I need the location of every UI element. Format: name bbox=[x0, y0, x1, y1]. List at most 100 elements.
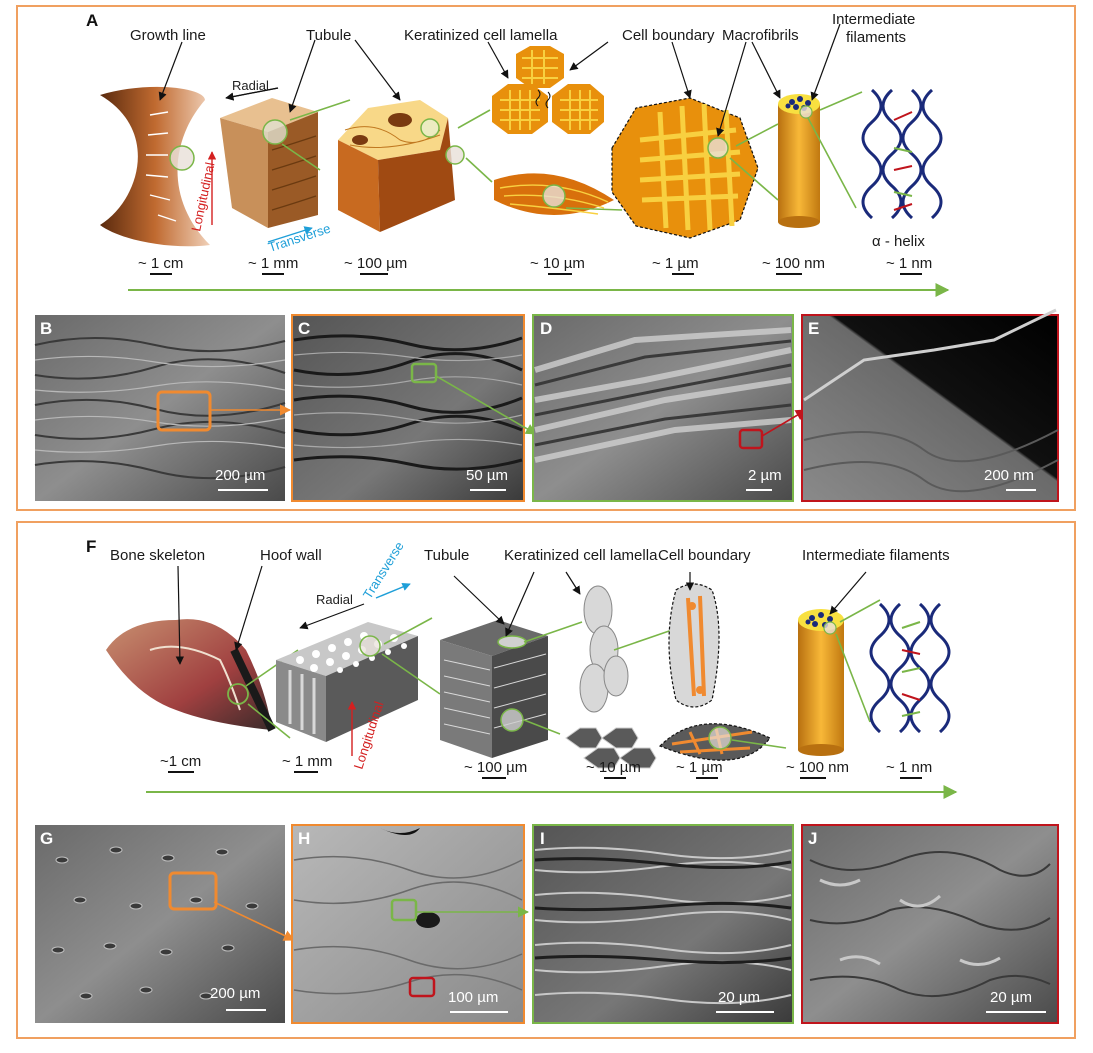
transverse-arrow-f bbox=[375, 582, 411, 599]
scale-f-4: ~ 10 µm bbox=[586, 759, 641, 776]
grey-hexagon-tiles bbox=[565, 727, 657, 769]
panel-letter-j: J bbox=[808, 829, 817, 848]
sem-panel-b bbox=[34, 315, 286, 501]
radial-arrow-f bbox=[299, 603, 365, 630]
scale-g: 200 µm bbox=[210, 985, 260, 1002]
tubule-leader-f bbox=[453, 575, 505, 625]
hoof-wall-leader bbox=[234, 565, 263, 651]
sem-panel-i bbox=[532, 824, 794, 1024]
sem-panel-e bbox=[801, 308, 1059, 502]
scale-f-1: ~1 cm bbox=[160, 753, 201, 770]
scale-a-2: ~ 1 mm bbox=[248, 255, 298, 272]
scale-e: 200 nm bbox=[984, 467, 1034, 484]
zoom-line-f3 bbox=[383, 617, 433, 645]
alpha-helix-f bbox=[869, 602, 951, 734]
panel-letter-g: G bbox=[40, 829, 53, 848]
label-lamella-f: Keratinized cell lamella bbox=[504, 547, 658, 564]
sem-panel-c bbox=[291, 314, 525, 502]
sem-panel-d bbox=[532, 314, 794, 502]
zoom-line-a6 bbox=[735, 123, 779, 147]
zoom-line-f2 bbox=[247, 703, 291, 739]
zoom-line-a9 bbox=[807, 117, 857, 209]
label-bone-skeleton: Bone skeleton bbox=[110, 547, 205, 564]
sem-panel-g bbox=[35, 825, 285, 1023]
scale-d: 2 µm bbox=[748, 467, 782, 484]
zoom-line-f4 bbox=[381, 653, 441, 695]
scale-a-6: ~ 100 nm bbox=[762, 255, 825, 272]
zoom-line-a3 bbox=[457, 109, 491, 129]
if-leader-a bbox=[810, 23, 841, 101]
growth-line-leader bbox=[158, 41, 183, 101]
lamella-leader-f2 bbox=[565, 571, 581, 595]
label-lamella-a: Keratinized cell lamella bbox=[404, 27, 558, 44]
scale-a-7: ~ 1 nm bbox=[886, 255, 932, 272]
cell-boundary-f-upper bbox=[668, 583, 720, 708]
zoom-line-a8 bbox=[819, 91, 863, 111]
label-macrofibrils-a: Macrofibrils bbox=[722, 27, 799, 44]
panel-letter-c: C bbox=[298, 319, 310, 338]
scale-a-5: ~ 1 µm bbox=[652, 255, 699, 272]
label-cell-boundary-a: Cell boundary bbox=[622, 27, 715, 44]
sem-panel-h bbox=[291, 824, 525, 1024]
flattened-cells bbox=[494, 173, 614, 215]
scale-a-4: ~ 10 µm bbox=[530, 255, 585, 272]
label-growth-line: Growth line bbox=[130, 27, 206, 44]
label-alpha-helix: α - helix bbox=[872, 233, 925, 250]
label-cell-boundary-f: Cell boundary bbox=[658, 547, 751, 564]
if-leader-f bbox=[829, 571, 867, 615]
macrofibril-cylinder-f bbox=[798, 609, 844, 756]
scale-c: 50 µm bbox=[466, 467, 508, 484]
zoom-arrow-d-e bbox=[761, 409, 807, 437]
zoom-line-a4 bbox=[465, 157, 493, 183]
panel-letter-a: A bbox=[86, 11, 98, 30]
macrofibril-cylinder bbox=[778, 94, 820, 228]
label-if-a-line1: Intermediate bbox=[832, 11, 915, 28]
zoom-line-a7 bbox=[729, 157, 779, 201]
grey-ellipse-cells bbox=[579, 585, 629, 713]
zoom-line-f9 bbox=[839, 599, 881, 623]
cell-boundary-leader-a2 bbox=[671, 41, 692, 99]
frame-top bbox=[16, 5, 1076, 511]
tubule-leader-a bbox=[288, 39, 316, 113]
scale-f-3: ~ 100 µm bbox=[464, 759, 527, 776]
axis-radial-a: Radial bbox=[232, 78, 269, 93]
macrofibrils-leader-a1 bbox=[716, 41, 747, 137]
zoom-arrow-c-d bbox=[435, 375, 537, 435]
panel-letter-h: H bbox=[298, 829, 310, 848]
perforated-block bbox=[276, 622, 418, 742]
label-if-a-line2: filaments bbox=[846, 29, 906, 46]
scale-row-f: ~1 cm ~ 1 mm ~ 100 µm ~ 10 µm ~ 1 µm ~ 1… bbox=[160, 753, 932, 779]
tubule-to-honeycomb-leader bbox=[354, 39, 401, 101]
panel-letter-d: D bbox=[540, 319, 552, 338]
panel-letter-b: B bbox=[40, 319, 52, 338]
scale-f-6: ~ 100 nm bbox=[786, 759, 849, 776]
scale-f-2: ~ 1 mm bbox=[282, 753, 332, 770]
scale-h: 100 µm bbox=[448, 989, 498, 1006]
zoom-line-a1 bbox=[289, 99, 351, 121]
zoom-line-f8 bbox=[731, 739, 787, 749]
frame-bottom bbox=[16, 521, 1076, 1039]
label-tubule-f: Tubule bbox=[424, 547, 469, 564]
alpha-helix-a bbox=[861, 88, 943, 220]
panel-letter-f: F bbox=[86, 537, 96, 556]
panel-letter-e: E bbox=[808, 319, 819, 338]
panel-letter-i: I bbox=[540, 829, 545, 848]
scale-f-7: ~ 1 nm bbox=[886, 759, 932, 776]
scale-j: 20 µm bbox=[990, 989, 1032, 1006]
zoom-line-f6 bbox=[523, 719, 561, 735]
scale-a-1: ~ 1 cm bbox=[138, 255, 183, 272]
tubule-block-1mm bbox=[220, 98, 318, 228]
zoom-line-f10 bbox=[835, 633, 871, 723]
honeycomb-block bbox=[338, 100, 465, 232]
cell-boundary-f-lower bbox=[658, 723, 771, 761]
axis-transverse-f: Transverse bbox=[360, 539, 407, 602]
axis-radial-f: Radial bbox=[316, 592, 353, 607]
cell-boundary-hexagon bbox=[611, 97, 759, 239]
lamella-leader-f bbox=[505, 571, 535, 637]
zoom-line-f7 bbox=[613, 629, 673, 651]
scale-b: 200 µm bbox=[215, 467, 265, 484]
zoom-line-a2 bbox=[281, 143, 321, 171]
lamella-leader-a bbox=[487, 41, 509, 79]
scale-row-a: ~ 1 cm ~ 1 mm ~ 100 µm ~ 10 µm ~ 1 µm ~ … bbox=[138, 255, 932, 275]
